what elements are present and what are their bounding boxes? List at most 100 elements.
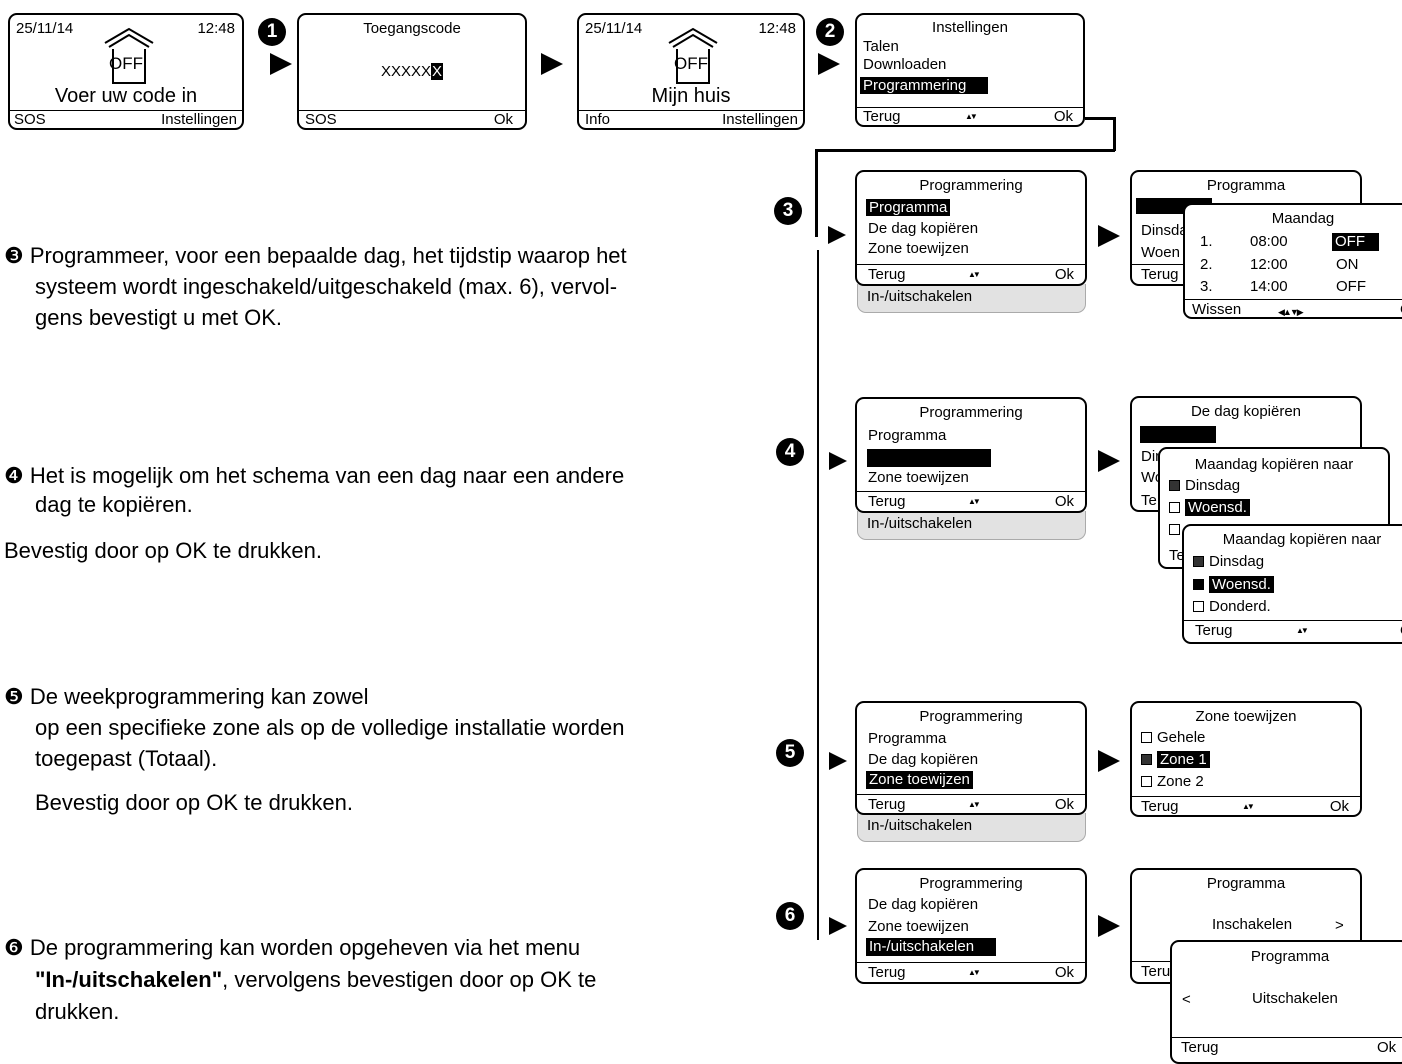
option-uitschakelen[interactable]: Uitschakelen xyxy=(1252,990,1338,1007)
ok-softkey[interactable]: Ok xyxy=(1329,798,1349,815)
info-softkey[interactable]: Info xyxy=(585,111,611,128)
flow-arrow xyxy=(1098,225,1120,247)
flow-arrow xyxy=(829,917,847,935)
ok-softkey[interactable]: Ok xyxy=(1054,964,1074,981)
ok-softkey[interactable]: Ok xyxy=(1377,1039,1397,1056)
programmering-menu-screen: Programmering De dag kopiëren Zone toewi… xyxy=(855,868,1087,984)
ok-softkey[interactable]: Ok xyxy=(1054,266,1074,283)
screen-title: Programmering xyxy=(919,177,1023,194)
menu-item-talen[interactable]: Talen xyxy=(863,38,899,55)
menu-item-programma[interactable]: Programma xyxy=(868,730,947,747)
back-softkey[interactable]: Terug xyxy=(868,493,906,510)
back-softkey[interactable]: Terug xyxy=(1181,1039,1219,1056)
option-zone-2[interactable]: Zone 2 xyxy=(1141,773,1204,791)
menu-item-dag-kopieren[interactable]: De dag kopiëren xyxy=(868,751,979,768)
back-softkey[interactable]: Teru xyxy=(1141,963,1171,980)
separator xyxy=(857,962,1085,963)
back-softkey[interactable]: Terug xyxy=(863,108,901,125)
connector-line xyxy=(1113,117,1116,151)
screen-title: Programma xyxy=(1206,177,1286,194)
step-marker-3: 3 xyxy=(774,197,802,225)
option-woensdag[interactable]: Woensd. xyxy=(1169,499,1250,517)
up-down-icon: ▲▼ xyxy=(1296,626,1309,635)
checkbox-icon xyxy=(1169,502,1180,513)
screen-title: Maandag kopiëren naar xyxy=(1222,531,1382,548)
ok-softkey[interactable]: Ok xyxy=(1054,493,1074,510)
option-dinsdag[interactable]: Dinsdag xyxy=(1193,553,1264,571)
option-inschakelen[interactable]: Inschakelen xyxy=(1212,916,1293,933)
programma-uitschakelen-screen: Programma < Uitschakelen Terug Ok xyxy=(1170,940,1402,1064)
menu-item-dinsdag[interactable]: Din xyxy=(1141,448,1164,465)
settings-softkey[interactable]: Instellingen xyxy=(161,111,237,128)
row-time[interactable]: 14:00 xyxy=(1250,278,1288,295)
date-label: 25/11/14 xyxy=(585,20,643,37)
row-state[interactable]: ON xyxy=(1336,256,1359,273)
menu-item-dag-kopieren[interactable]: De dag kopiëren xyxy=(868,220,979,237)
menu-item-woensdag[interactable]: Wo xyxy=(1141,469,1164,486)
option-donderdag[interactable]: Donderd. xyxy=(1193,598,1271,616)
menu-item-programma[interactable]: Programma xyxy=(866,199,951,216)
menu-name-bold: "In-/uitschakelen" xyxy=(35,967,223,992)
status-label: OFF xyxy=(674,54,708,73)
option-zone-1[interactable]: Zone 1 xyxy=(1141,751,1210,769)
menu-item-zone-toewijzen[interactable]: Zone toewijzen xyxy=(868,918,969,935)
settings-menu-screen: Instellingen Talen Downloaden Programmer… xyxy=(855,13,1085,127)
selected-row[interactable] xyxy=(1140,426,1216,443)
option-gehele[interactable]: Gehele xyxy=(1141,729,1205,747)
flow-arrow xyxy=(541,53,563,75)
up-down-icon: ▲▼ xyxy=(968,270,981,279)
menu-item-programmering[interactable]: Programmering xyxy=(860,77,989,94)
separator xyxy=(1172,1037,1402,1038)
sos-softkey[interactable]: SOS xyxy=(14,111,46,128)
back-softkey[interactable]: Terug xyxy=(1195,622,1233,639)
menu-item-downloaden[interactable]: Downloaden xyxy=(863,56,947,73)
menu-item-dag-kopieren[interactable]: De dag kopiëren xyxy=(868,896,979,913)
menu-item-dinsdag[interactable]: Dinsda xyxy=(1141,222,1188,239)
screen-title: Programma xyxy=(1250,948,1330,965)
option-dinsdag[interactable]: Dinsdag xyxy=(1169,477,1240,495)
menu-item-programma[interactable]: Programma xyxy=(868,427,947,444)
checkbox-checked-icon xyxy=(1193,579,1204,590)
ok-softkey[interactable]: Ol xyxy=(1400,622,1402,640)
step-marker-1: 1 xyxy=(258,18,286,46)
flow-arrow xyxy=(828,226,846,244)
screen-title: Maandag xyxy=(1271,210,1335,227)
row-time[interactable]: 12:00 xyxy=(1250,256,1288,273)
row-time[interactable]: 08:00 xyxy=(1250,233,1288,250)
step4-text-line2: dag te kopiëren. xyxy=(35,492,193,517)
next-arrow[interactable]: > xyxy=(1335,917,1344,934)
back-softkey[interactable]: Terug xyxy=(868,266,906,283)
menu-item-dag-kopieren-selected[interactable] xyxy=(867,449,991,467)
settings-softkey[interactable]: Instellingen xyxy=(722,111,798,128)
back-softkey[interactable]: Terug xyxy=(1141,266,1179,283)
ok-softkey[interactable]: Ok xyxy=(1053,108,1073,125)
flow-arrow xyxy=(818,53,840,75)
back-softkey[interactable]: Te xyxy=(1169,547,1185,564)
ok-softkey[interactable]: Ok xyxy=(493,111,513,128)
row-state[interactable]: OFF xyxy=(1336,278,1366,295)
row-state[interactable]: OFF xyxy=(1332,233,1379,251)
back-softkey[interactable]: Terug xyxy=(868,796,906,813)
menu-item-zone-toewijzen[interactable]: Zone toewijzen xyxy=(868,240,969,257)
back-softkey[interactable]: Terug xyxy=(868,964,906,981)
menu-item-zone-toewijzen[interactable]: Zone toewijzen xyxy=(866,771,973,789)
option-woensdag[interactable]: Woensd. xyxy=(1193,576,1274,594)
ok-softkey[interactable]: Ok xyxy=(1054,796,1074,813)
flow-arrow xyxy=(1098,915,1120,937)
sos-softkey[interactable]: SOS xyxy=(305,111,337,128)
option-next[interactable] xyxy=(1169,521,1185,539)
code-entry[interactable]: XXXXXX xyxy=(299,63,525,80)
back-softkey[interactable]: Terug xyxy=(1141,798,1179,815)
screen-title: Zone toewijzen xyxy=(1195,708,1297,725)
clear-softkey[interactable]: Wissen xyxy=(1192,301,1242,318)
ok-softkey[interactable]: Ol xyxy=(1400,301,1402,317)
vertical-flow-line xyxy=(817,250,819,940)
screen-title: Programmering xyxy=(919,404,1023,421)
menu-item-woensdag[interactable]: Woen xyxy=(1141,244,1180,261)
flow-arrow xyxy=(829,752,847,770)
prev-arrow[interactable]: < xyxy=(1182,991,1191,1008)
menu-item-zone-toewijzen[interactable]: Zone toewijzen xyxy=(868,469,969,486)
flow-arrow xyxy=(829,452,847,470)
menu-item-inuitschakelen[interactable]: In-/uitschakelen xyxy=(866,938,997,956)
back-softkey[interactable]: Te xyxy=(1141,492,1157,509)
